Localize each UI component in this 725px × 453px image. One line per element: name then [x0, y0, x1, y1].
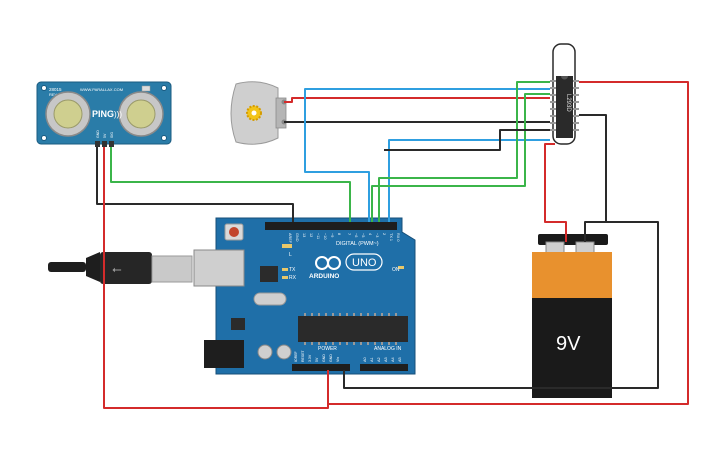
sensor-model: 28015 — [49, 87, 62, 92]
power-pin-vin: Vin — [336, 357, 340, 362]
led-label-rx: RX — [289, 275, 297, 281]
sensor-rev: REV C — [49, 92, 61, 97]
arduino-model: UNO — [352, 257, 377, 269]
led-label-tx: TX — [289, 267, 296, 273]
led-label-on: ON — [392, 267, 400, 273]
top-pin-12: 12 — [309, 233, 313, 237]
power-header[interactable] — [292, 364, 350, 371]
sensor-header-pin[interactable] — [102, 141, 107, 147]
wire-green-pin4[interactable] — [371, 93, 550, 222]
top-pin-tx1: TX 1 — [389, 233, 393, 241]
usb-port[interactable] — [193, 249, 245, 287]
top-pin-13: 13 — [302, 233, 306, 237]
top-pin-4: 4 — [368, 233, 372, 235]
top-pin-9: ~9 — [330, 233, 334, 237]
arduino-infinity-logo-icon — [315, 256, 341, 270]
top-pin-3: ~3 — [375, 233, 379, 237]
wire-blue-pin2[interactable] — [388, 139, 550, 222]
analog-pin-a4: A4 — [391, 357, 395, 362]
usb-cable[interactable]: ⭠ — [48, 252, 193, 284]
transducer-right — [118, 91, 164, 137]
analog-pin-a2: A2 — [377, 357, 381, 362]
power-pin-3v3: 3.3V — [308, 354, 312, 362]
analog-header[interactable] — [360, 364, 408, 371]
top-pin-rx0: RX 0 — [396, 233, 400, 241]
power-jack[interactable] — [204, 340, 244, 368]
top-pin-10: ~10 — [323, 233, 327, 239]
power-pin-ioref: IOREF — [294, 351, 298, 362]
sensor-pin-gnd: GND — [96, 130, 100, 138]
wire-black-battery[interactable] — [343, 221, 659, 389]
analog-pin-a3: A3 — [384, 357, 388, 362]
top-pin-aref: AREF — [288, 233, 292, 244]
power-label: POWER — [318, 346, 337, 352]
power-pin-gnd-1: GND — [322, 354, 326, 362]
wire-green-pin3[interactable] — [378, 81, 550, 222]
power-pin-5v: 5V — [315, 357, 319, 362]
battery-9v[interactable]: 9V — [532, 234, 612, 398]
top-pin-6: ~6 — [354, 233, 358, 237]
wire-black-ic-gnd[interactable] — [384, 129, 550, 151]
top-pin-7: 7 — [347, 233, 351, 235]
sensor-header-pin[interactable] — [95, 141, 100, 147]
usb-icon: ⭠ — [112, 262, 122, 276]
dc-motor[interactable] — [230, 81, 287, 145]
power-pin-gnd-2: GND — [329, 354, 333, 362]
top-pin-5: ~5 — [361, 233, 365, 237]
top-pin-11: ~11 — [316, 233, 320, 239]
top-pin-8: 8 — [337, 233, 341, 235]
wire-sensor-sig[interactable] — [110, 147, 351, 222]
arduino-brand: ARDUINO — [309, 273, 339, 280]
analog-pin-a1: A1 — [370, 357, 374, 362]
analog-pin-a0: A0 — [363, 357, 367, 362]
battery-label: 9V — [556, 333, 581, 355]
led-label-l: L — [289, 252, 292, 258]
wire-motor-red[interactable] — [284, 97, 550, 103]
wire-black-ic-right[interactable] — [579, 114, 607, 223]
top-pin-2: 2 — [382, 233, 386, 235]
wire-red-vcc-top[interactable] — [327, 81, 689, 405]
sensor-pin-5v: 5V — [103, 133, 107, 138]
digital-header[interactable] — [265, 222, 397, 230]
top-pin-gnd: GND — [295, 233, 299, 242]
wire-red-battery[interactable] — [544, 143, 567, 242]
wire-sensor-gnd[interactable] — [96, 147, 294, 222]
wire-blue-pin7[interactable] — [304, 88, 550, 222]
power-pin-reset: RESET — [301, 349, 305, 362]
ping-icon: ))) — [114, 110, 122, 119]
sensor-name: PING — [92, 109, 114, 119]
wires — [96, 81, 689, 409]
sensor-header-pin[interactable] — [109, 141, 114, 147]
ultrasonic-sensor[interactable]: 28015 REV C WWW.PARALLAX.COM PING ))) GN… — [36, 81, 172, 147]
digital-label: DIGITAL (PWM~) — [336, 241, 379, 247]
driver-ic-label: L293D — [565, 94, 571, 112]
analog-label: ANALOG IN — [374, 346, 402, 352]
analog-pin-a5: A5 — [398, 357, 402, 362]
sensor-pin-sig: SIG — [110, 132, 114, 138]
atmega-chip — [298, 316, 408, 342]
arduino-uno[interactable]: L TX RX ON ARDUINO UNO DIGITAL (PWM~) — [193, 217, 416, 375]
driver-ic[interactable]: L293D — [550, 43, 579, 145]
transducer-left — [45, 91, 91, 137]
sensor-brand: WWW.PARALLAX.COM — [80, 87, 123, 92]
